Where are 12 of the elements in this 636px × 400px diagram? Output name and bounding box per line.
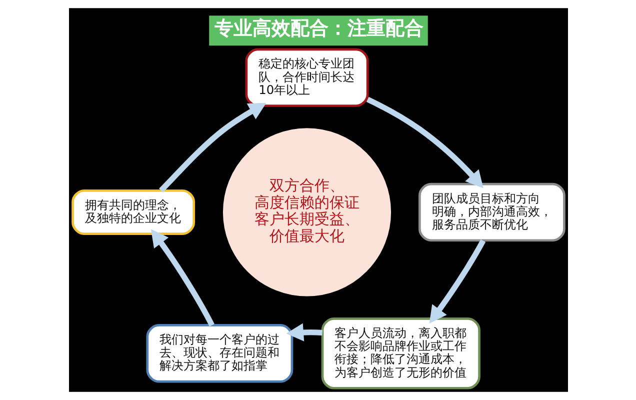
arrow: [150, 229, 214, 327]
node-box: 我们对每一个客户的过去、现状、存在问题和解决方案都了如指掌: [146, 324, 293, 383]
arrow: [286, 323, 322, 342]
node-box: 拥有共同的理念，及独特的企业文化: [71, 189, 195, 235]
node-box: 稳定的核心专业团队，合作时间长达10年以上: [244, 48, 368, 107]
arrow: [158, 102, 266, 192]
node-box: 团队成员目标和方向明确，内部沟通高效，服务品质不断优化: [418, 182, 565, 242]
node-box: 客户人员流动，离入职都不会影响品牌作业或工作衔接；降低了沟通成本，为客户创造了无形的价值: [320, 317, 480, 390]
arrow: [366, 96, 483, 188]
node-circle: 双方合作、高度信赖的保证 客户长期受益、价值最大化: [222, 128, 391, 296]
arrow: [428, 239, 486, 324]
diagram-title: 专业高效配合：注重配合: [214, 18, 423, 40]
